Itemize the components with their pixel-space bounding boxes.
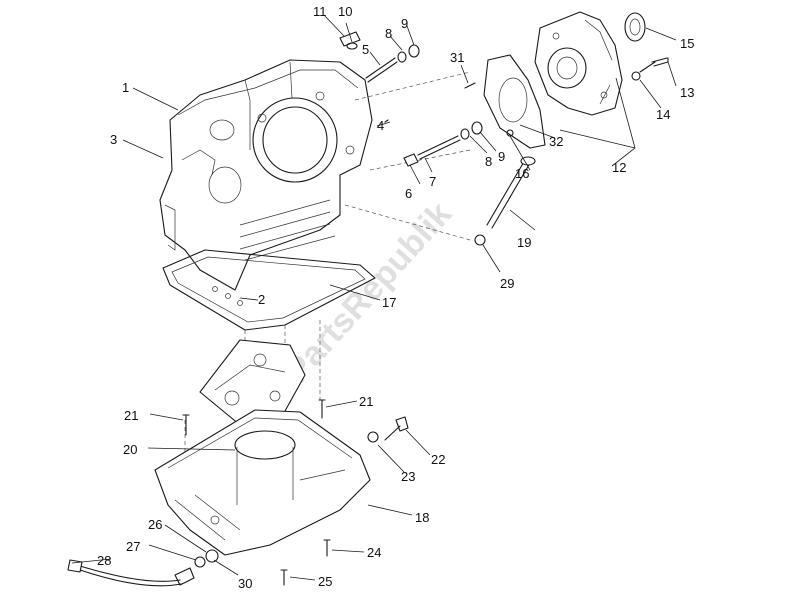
callout-18: 18	[415, 510, 429, 525]
pump-cover-32	[483, 54, 546, 149]
callout-26: 26	[148, 517, 162, 532]
callout-21b: 21	[359, 394, 373, 409]
crankcase	[159, 59, 373, 291]
callout-12: 12	[612, 160, 626, 175]
callout-8b: 8	[485, 154, 492, 169]
oil-sensor	[67, 549, 219, 587]
callout-14: 14	[656, 107, 670, 122]
callout-7: 7	[429, 174, 436, 189]
callout-16: 16	[515, 166, 529, 181]
callout-2: 2	[258, 292, 265, 307]
callout-29: 29	[500, 276, 514, 291]
screw-13	[639, 57, 669, 73]
callout-13: 13	[680, 85, 694, 100]
leader-lines	[71, 14, 677, 581]
callout-17: 17	[382, 295, 396, 310]
callout-27: 27	[126, 539, 140, 554]
callout-31: 31	[450, 50, 464, 65]
callout-21a: 21	[124, 408, 138, 423]
oil-sump	[154, 409, 371, 556]
callout-6: 6	[405, 186, 412, 201]
dipstick	[474, 156, 536, 246]
callout-28: 28	[97, 553, 111, 568]
callout-15: 15	[680, 36, 694, 51]
callout-11: 11	[313, 4, 327, 19]
small-parts	[339, 31, 483, 167]
callout-24: 24	[367, 545, 381, 560]
callout-8a: 8	[385, 26, 392, 41]
callout-10: 10	[338, 4, 352, 19]
callout-25: 25	[318, 574, 332, 589]
oil-pan-gasket	[162, 249, 376, 331]
callout-22: 22	[431, 452, 445, 467]
callout-9a: 9	[401, 16, 408, 31]
callout-30: 30	[238, 576, 252, 591]
callout-labels: 1 2 3 4 5 6 7 8 8 9 9 10 11 12 13 14 15 …	[97, 4, 694, 591]
callout-3: 3	[110, 132, 117, 147]
callout-4: 4	[377, 118, 384, 133]
washer-14	[631, 71, 641, 81]
callout-32: 32	[549, 134, 563, 149]
callout-20: 20	[123, 442, 137, 457]
callout-1: 1	[122, 80, 129, 95]
oil-seal-15	[624, 12, 646, 42]
oil-pump-housing	[534, 11, 623, 116]
callout-19: 19	[517, 235, 531, 250]
callout-9b: 9	[498, 149, 505, 164]
callout-5: 5	[362, 42, 369, 57]
bolts	[182, 399, 409, 586]
callout-23: 23	[401, 469, 415, 484]
